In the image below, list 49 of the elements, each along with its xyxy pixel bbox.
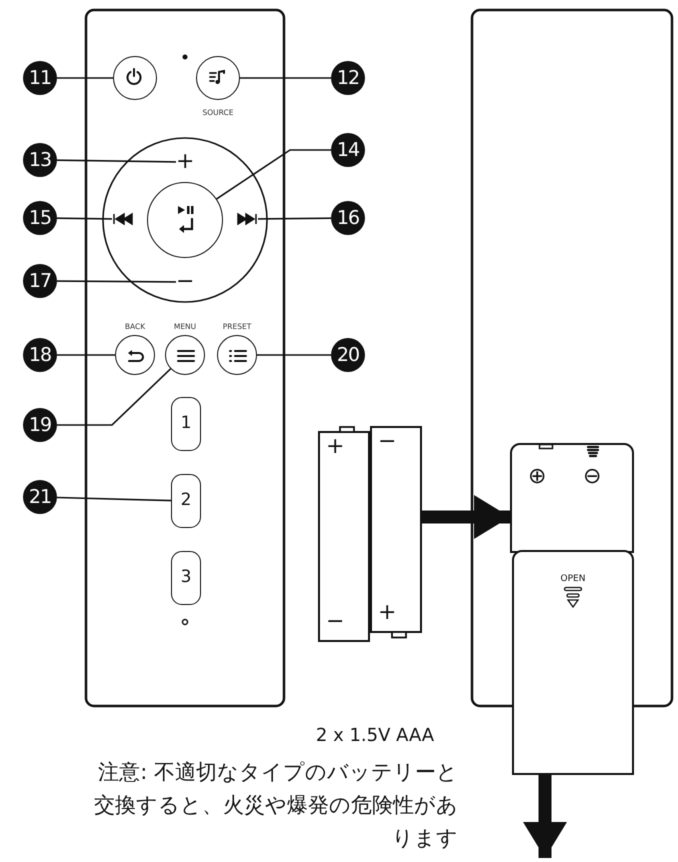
polarity-sign: +: [326, 436, 344, 458]
polarity-sign: −: [378, 431, 396, 453]
leader-line: [240, 77, 331, 79]
callout-number: 20: [331, 338, 365, 372]
number-button: 3: [171, 551, 201, 605]
cover-label: OPEN: [560, 574, 586, 584]
leader-line: [216, 149, 331, 200]
number-button: 2: [171, 474, 201, 528]
battery-compartment: [510, 443, 634, 553]
leader-line: [56, 159, 176, 163]
callout-number: 17: [23, 264, 57, 298]
next-track-icon: [236, 212, 258, 226]
leader-line: [257, 354, 331, 356]
callout-number: 21: [23, 480, 57, 514]
callout-number: 13: [23, 143, 57, 177]
battery: [318, 426, 370, 642]
leader-line: [57, 368, 172, 426]
warning-note: 注意: 不適切なタイプのバッテリーと交換すると、火災や爆発の危険性があります: [93, 759, 458, 852]
callout-number: 11: [23, 61, 57, 95]
leader-line: [258, 217, 331, 220]
previous-track-icon: [112, 212, 134, 226]
callout-number: 14: [331, 133, 365, 167]
leader-line: [57, 77, 113, 79]
battery-spec: 2 x 1.5V AAA: [314, 724, 436, 748]
leader-line: [56, 217, 112, 220]
round-button: [115, 335, 155, 375]
volume-sign: −: [176, 270, 194, 294]
callout-number: 16: [331, 201, 365, 235]
polarity-sign: ⊕: [528, 465, 546, 489]
number-button: 1: [171, 397, 201, 451]
callout-number: 12: [331, 61, 365, 95]
leader-line: [57, 354, 115, 356]
round-button: [165, 335, 205, 375]
volume-sign: +: [176, 150, 194, 174]
leader-line: [57, 280, 176, 283]
round-button: [113, 56, 157, 100]
leader-line: [56, 496, 172, 502]
callout-number: 19: [23, 408, 57, 442]
polarity-sign: ⊖: [583, 465, 602, 489]
arrow: [523, 775, 567, 858]
callout-number: 18: [23, 338, 57, 372]
callout-number: 15: [23, 201, 57, 235]
polarity-sign: +: [378, 602, 396, 624]
arrow: [422, 495, 510, 539]
battery: [370, 426, 422, 639]
battery-cover: [512, 550, 634, 775]
round-button: [196, 56, 240, 100]
polarity-sign: −: [326, 611, 344, 633]
round-button: [217, 335, 257, 375]
